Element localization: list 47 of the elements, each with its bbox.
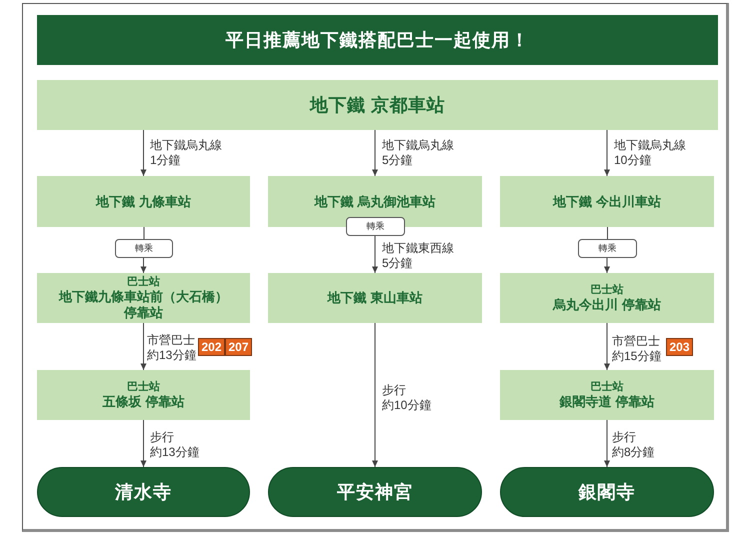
bus-stop-box (37, 273, 250, 323)
edge-label: 地下鐵東西線5分鐘 (382, 241, 454, 271)
connector-line (607, 226, 608, 240)
stop-name: 烏丸今出川 停靠站 (553, 297, 661, 313)
transfer-tag: 轉乘 (346, 217, 405, 236)
station-box: 地下鐵 東山車站 (268, 273, 482, 323)
destination-pill: 平安神宮 (268, 467, 482, 517)
edge-label: 市營巴士約13分鐘 (147, 333, 196, 363)
arrow (140, 130, 146, 176)
transfer-tag: 轉乘 (115, 239, 173, 258)
arrow (140, 258, 146, 274)
stop-name: 銀閣寺道 停靠站 (560, 394, 654, 410)
route-number-badge: 202 (198, 338, 225, 356)
arrow (372, 236, 378, 274)
edge-label: 地下鐵烏丸線5分鐘 (382, 138, 454, 168)
stop-type-label: 巴士站 (590, 380, 624, 394)
stop-type-label: 巴士站 (127, 275, 160, 289)
stop-name: 五條坂 停靠站 (102, 394, 184, 410)
route-number-badge: 207 (225, 338, 252, 356)
bus-stop-box (500, 370, 714, 420)
arrow (372, 322, 378, 468)
destination-pill: 清水寺 (37, 467, 250, 517)
edge-label: 地下鐵烏丸線1分鐘 (150, 138, 222, 168)
bus-stop-box (37, 370, 250, 420)
arrow (604, 322, 610, 370)
bus-stop-box (500, 273, 714, 323)
arrow (372, 130, 378, 176)
edge-label: 地下鐵烏丸線10分鐘 (614, 138, 686, 168)
station-box: 地下鐵 京都車站 (37, 80, 718, 130)
stop-type-label: 巴士站 (127, 380, 160, 394)
station-box: 地下鐵 九條車站 (37, 176, 250, 227)
edge-label: 步行約13分鐘 (150, 430, 200, 460)
transfer-tag: 轉乘 (578, 239, 637, 258)
arrow (604, 130, 610, 176)
station-box: 地下鐵 今出川車站 (500, 176, 714, 227)
stop-type-label: 巴士站 (590, 283, 624, 297)
destination-pill: 銀閣寺 (500, 467, 714, 517)
title-banner: 平日推薦地下鐵搭配巴士一起使用！ (37, 15, 718, 65)
edge-label: 市營巴士約15分鐘 (612, 334, 662, 364)
edge-label: 步行約10分鐘 (382, 383, 432, 413)
arrow (604, 258, 610, 274)
edge-label: 步行約8分鐘 (612, 430, 655, 460)
arrow (140, 420, 146, 468)
stop-name: 地下鐵九條車站前（大石橋）停靠站 (59, 289, 228, 321)
arrow (140, 322, 146, 370)
arrow (604, 420, 610, 468)
route-number-badge: 203 (666, 338, 693, 356)
